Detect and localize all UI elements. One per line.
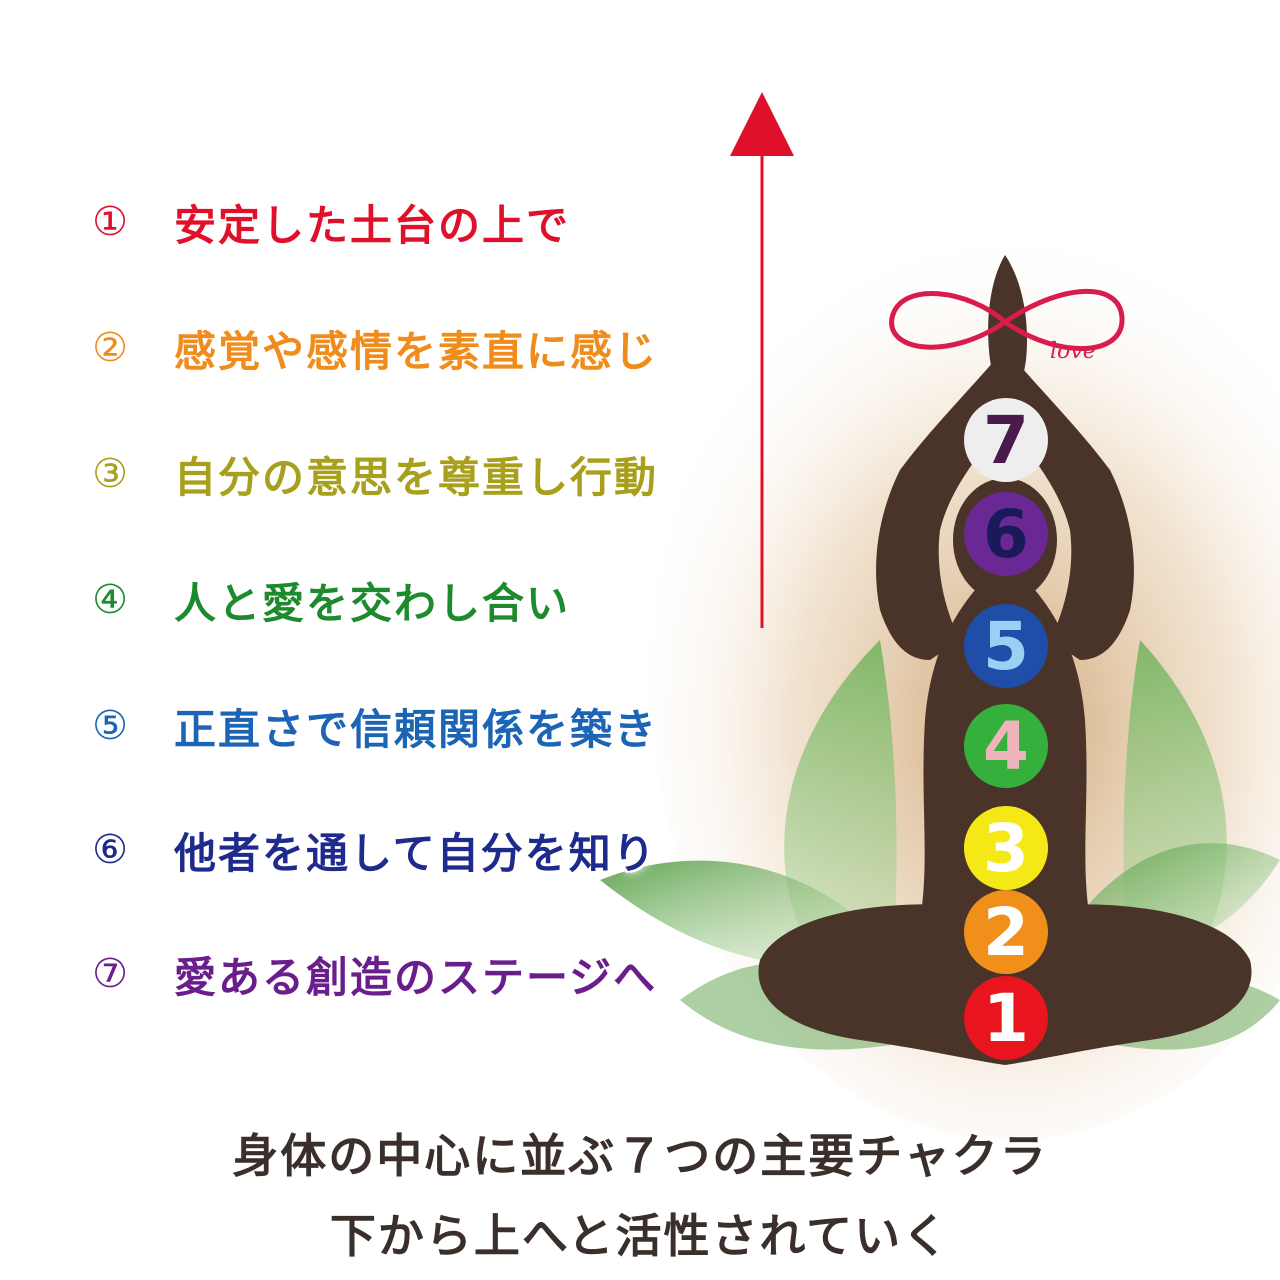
chakra-circle-2 xyxy=(964,890,1048,974)
step-3: ③ 自分の意思を尊重し行動 xyxy=(60,434,658,514)
chakra-circle-1 xyxy=(964,976,1048,1060)
step-number: ③ xyxy=(92,451,128,497)
step-text: 他者を通して自分を知り xyxy=(174,828,657,878)
chakra-circle-6 xyxy=(964,492,1048,576)
love-logo-text: love xyxy=(1050,339,1096,364)
infinity-love-logo xyxy=(889,288,1125,351)
chakra-number-5: 5 xyxy=(983,608,1029,685)
step-text: 人と愛を交わし合い xyxy=(174,578,571,628)
step-number: ⑥ xyxy=(92,827,128,873)
chakra-number-3: 3 xyxy=(983,810,1029,887)
step-4: ④ 人と愛を交わし合い xyxy=(60,560,570,640)
chakra-number-6: 6 xyxy=(983,496,1029,573)
step-text: 正直さで信頼関係を築き xyxy=(174,704,659,754)
step-6: ⑥ 他者を通して自分を知り xyxy=(60,810,657,890)
step-text: 自分の意思を尊重し行動 xyxy=(174,452,659,502)
step-2: ② 感覚や感情を素直に感じ xyxy=(60,308,658,388)
upward-arrow xyxy=(730,92,794,628)
step-number: ① xyxy=(92,199,128,245)
chakra-number-2: 2 xyxy=(983,894,1029,971)
chakra-number-4: 4 xyxy=(983,708,1029,785)
step-text: 安定した土台の上で xyxy=(174,200,571,250)
step-7: ⑦ 愛ある創造のステージへ xyxy=(60,934,657,1014)
caption-line-1: 身体の中心に並ぶ７つの主要チャクラ xyxy=(232,1129,1048,1183)
chakra-circle-5 xyxy=(964,604,1048,688)
step-text: 感覚や感情を素直に感じ xyxy=(174,326,659,376)
step-number: ⑤ xyxy=(92,703,128,749)
caption-line-2: 下から上へと活性されていく xyxy=(329,1209,951,1263)
chakra-circle-3 xyxy=(964,806,1048,890)
step-5: ⑤ 正直さで信頼関係を築き xyxy=(60,686,658,766)
chakra-number-1: 1 xyxy=(983,980,1029,1057)
step-1: ① 安定した土台の上で xyxy=(60,182,570,262)
step-text: 愛ある創造のステージへ xyxy=(174,952,658,1002)
chakra-number-7: 7 xyxy=(983,402,1029,479)
step-number: ④ xyxy=(92,577,128,623)
chakra-circle-7 xyxy=(964,398,1048,482)
chakra-circle-4 xyxy=(964,704,1048,788)
step-number: ⑦ xyxy=(92,951,128,997)
step-number: ② xyxy=(92,325,128,371)
